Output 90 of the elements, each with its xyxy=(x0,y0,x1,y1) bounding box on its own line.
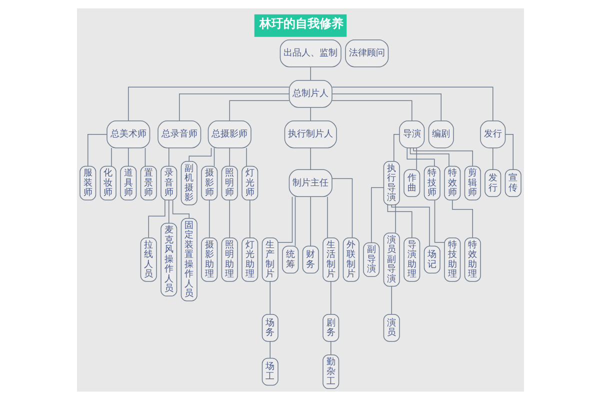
connector xyxy=(394,204,396,234)
connector xyxy=(269,341,270,358)
connector xyxy=(330,341,331,356)
node-box: 固定装置操作人员 xyxy=(180,218,197,302)
connector xyxy=(87,134,107,166)
node-box: 麦克风操作人员 xyxy=(160,222,177,296)
node-box: 法律顾问 xyxy=(344,40,388,68)
node-box: 服装师 xyxy=(79,166,96,200)
node-box: 演员副导演 xyxy=(382,232,400,287)
node-box: 导演助理 xyxy=(403,238,420,282)
connector xyxy=(178,94,290,122)
node-box: 勤杂工 xyxy=(322,354,339,389)
node-box: 总录音师 xyxy=(157,120,201,148)
node-box: 灯光师 xyxy=(241,166,258,200)
node-box: 发行 xyxy=(484,169,501,197)
connector xyxy=(492,148,493,170)
node-box: 财务 xyxy=(302,246,318,274)
node-box: 剪辑师 xyxy=(464,166,480,200)
node-box: 特效师 xyxy=(444,166,460,200)
node-box: 副导演 xyxy=(362,242,380,277)
node-box: 特效助理 xyxy=(464,238,480,282)
node-box: 总制片人 xyxy=(288,80,332,108)
connector xyxy=(406,148,434,167)
connector xyxy=(294,196,296,246)
node-box: 道具师 xyxy=(120,166,136,200)
node-box: 生活制片 xyxy=(322,238,339,282)
connector xyxy=(208,200,210,238)
connector xyxy=(228,100,289,122)
connector xyxy=(110,148,112,167)
node-box: 编剧 xyxy=(428,120,454,148)
connector xyxy=(148,200,165,238)
connector xyxy=(277,196,292,243)
node-box: 副机摄影 xyxy=(180,161,197,206)
node-box: 灯光助理 xyxy=(241,238,258,282)
node-box: 场务 xyxy=(261,314,278,342)
connector xyxy=(228,148,230,167)
node-box: 制片主任 xyxy=(288,169,332,197)
node-box: 特技师 xyxy=(423,166,440,200)
node-box: 特技助理 xyxy=(444,238,460,282)
connector xyxy=(326,196,328,238)
node-box: 导演 xyxy=(398,120,424,148)
connector xyxy=(390,204,430,246)
connector xyxy=(393,134,400,162)
node-box: 摄影助理 xyxy=(200,238,218,282)
node-box: 统筹 xyxy=(282,246,298,274)
connector xyxy=(330,281,331,315)
node-box: 场记 xyxy=(423,246,440,274)
connector xyxy=(331,86,493,122)
connector xyxy=(412,148,472,167)
node-box: 作曲 xyxy=(403,169,420,197)
connector xyxy=(409,148,449,166)
node-box: 执行导演 xyxy=(382,161,400,206)
connector xyxy=(228,200,230,238)
node-box: 执行制片人 xyxy=(284,120,336,148)
connector xyxy=(168,200,169,224)
connector xyxy=(168,148,169,167)
node-box: 拉线人员 xyxy=(140,238,156,282)
connector xyxy=(370,187,384,243)
node-box: 出品人、监制 xyxy=(279,40,341,68)
connector xyxy=(452,200,472,238)
connector xyxy=(331,178,352,238)
connector xyxy=(504,134,513,170)
connector xyxy=(331,100,412,122)
node-box: 录音师 xyxy=(160,166,177,200)
node-box: 总美术师 xyxy=(106,120,150,148)
connector xyxy=(144,148,146,167)
node-box: 置景师 xyxy=(140,166,156,200)
connector xyxy=(390,286,392,315)
connector xyxy=(434,200,444,243)
node-box: 照明助理 xyxy=(220,238,238,282)
node-box: 发行 xyxy=(480,120,506,148)
node-box: 照明师 xyxy=(220,166,238,200)
connector xyxy=(331,94,441,122)
node-box: 外联制片 xyxy=(342,238,359,282)
node-box: 摄影师 xyxy=(200,166,218,200)
connector xyxy=(249,200,250,238)
node-box: 演员 xyxy=(382,314,400,342)
connector xyxy=(172,200,189,218)
connector xyxy=(269,281,270,315)
node-box: 化妆师 xyxy=(99,166,116,200)
connector xyxy=(386,204,412,238)
connector xyxy=(188,148,212,162)
node-box: 总摄影师 xyxy=(207,120,251,148)
node-box: 场工 xyxy=(261,358,278,386)
node-box: 宣传 xyxy=(504,169,521,197)
diagram-title: 林玗的自我修养 xyxy=(258,16,343,31)
connector xyxy=(213,148,214,167)
connector xyxy=(128,86,289,122)
node-box: 剧务 xyxy=(322,314,339,342)
node-box: 生产制片 xyxy=(261,238,278,282)
